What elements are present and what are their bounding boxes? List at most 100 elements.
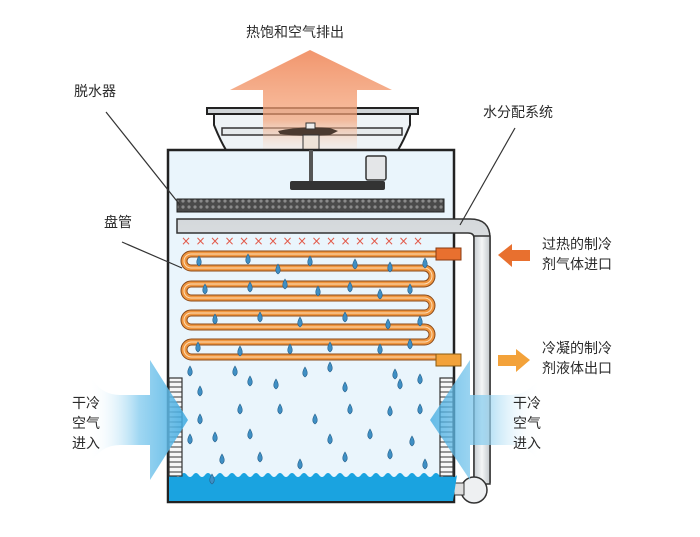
- water-droplet: [417, 373, 423, 385]
- spray-x-mark: ×: [398, 234, 408, 248]
- water-droplet: [377, 288, 383, 300]
- spray-x-mark: ×: [195, 234, 205, 248]
- water-droplet: [422, 257, 428, 269]
- water-droplet: [367, 428, 373, 440]
- water-droplet: [212, 431, 218, 443]
- spray-x-mark: ×: [282, 234, 292, 248]
- cold-air-arrow-left: [90, 360, 188, 480]
- water-droplet: [407, 283, 413, 295]
- water-droplet: [247, 428, 253, 440]
- water-droplet: [219, 453, 225, 465]
- water-droplet: [273, 378, 279, 390]
- coil-leader-line: [121, 241, 183, 269]
- coil: [180, 250, 440, 361]
- water-droplet: [342, 451, 348, 463]
- water-droplet: [327, 433, 333, 445]
- water-droplet: [247, 281, 253, 293]
- water-droplet: [232, 365, 238, 377]
- water-droplet: [397, 378, 403, 390]
- water-droplet: [342, 381, 348, 393]
- water-droplet: [197, 413, 203, 425]
- water-droplet: [327, 361, 333, 373]
- water-droplet: [409, 435, 415, 447]
- water-droplet: [307, 255, 313, 267]
- spray-x-mark: ×: [239, 234, 249, 248]
- water-droplet: [275, 263, 281, 275]
- water-droplet: [197, 385, 203, 397]
- spray-x-mark: ×: [297, 234, 307, 248]
- spray-x-mark: ×: [326, 234, 336, 248]
- water-droplet: [237, 403, 243, 415]
- water-distribution-leader-line: [459, 127, 516, 226]
- refrigerant-outlet-label-line1: 冷凝的制冷: [542, 341, 612, 357]
- water-droplet: [187, 365, 193, 377]
- water-droplet: [212, 313, 218, 325]
- water-basin: [169, 473, 457, 501]
- water-droplet: [302, 366, 308, 378]
- refrigerant-inlet-label-line2: 剂气体进口: [542, 257, 612, 273]
- water-droplet: [385, 318, 391, 330]
- water-droplet: [417, 403, 423, 415]
- water-droplet: [245, 253, 251, 265]
- water-distribution-label: 水分配系统: [483, 105, 553, 121]
- hot-air-arrow: [230, 50, 392, 150]
- water-droplet: [277, 403, 283, 415]
- drift-eliminator: [176, 198, 445, 213]
- coil-label: 盘管: [104, 215, 132, 231]
- air-inlet-label-left: 干冷 空气 进入: [72, 394, 106, 454]
- water-droplet: [422, 458, 428, 470]
- water-droplet: [196, 255, 202, 267]
- water-droplet: [257, 311, 263, 323]
- spray-nozzles: ×××××××××××××××××: [181, 234, 423, 248]
- air-inlet-right-line: 干冷: [513, 396, 541, 412]
- water-droplet: [297, 316, 303, 328]
- refrigerant-inlet-label-line1: 过热的制冷: [542, 237, 612, 253]
- refrigerant-inlet-arrow: [498, 244, 530, 267]
- cold-air-arrow-right: [430, 360, 540, 480]
- water-droplet: [195, 341, 201, 353]
- water-droplet: [327, 341, 333, 353]
- water-droplet: [297, 458, 303, 470]
- spray-x-mark: ×: [268, 234, 278, 248]
- water-droplet: [287, 343, 293, 355]
- water-droplet: [237, 345, 243, 357]
- air-inlet-label-right: 干冷 空气 进入: [513, 394, 547, 454]
- water-droplet: [312, 413, 318, 425]
- spray-x-mark: ×: [384, 234, 394, 248]
- water-droplet: [247, 375, 253, 387]
- spray-x-mark: ×: [355, 234, 365, 248]
- water-droplet: [387, 405, 393, 417]
- coil-outlet-connector: [435, 353, 462, 367]
- water-droplet: [347, 403, 353, 415]
- water-droplet: [187, 433, 193, 445]
- eliminator-label: 脱水器: [74, 84, 116, 100]
- water-droplet: [407, 338, 413, 350]
- water-droplet: [202, 283, 208, 295]
- spray-x-mark: ×: [253, 234, 263, 248]
- spray-x-mark: ×: [224, 234, 234, 248]
- air-inlet-left-line: 干冷: [72, 396, 100, 412]
- refrigerant-outlet-label-line2: 剂液体出口: [542, 361, 612, 377]
- water-droplet: [282, 278, 288, 290]
- motor-icon: [290, 150, 387, 190]
- exhaust-label: 热饱和空气排出: [246, 25, 344, 41]
- eliminator-leader-line: [105, 111, 181, 206]
- water-droplet: [347, 281, 353, 293]
- water-droplet: [387, 261, 393, 273]
- water-droplet: [352, 258, 358, 270]
- spray-x-mark: ×: [181, 234, 191, 248]
- air-inlet-right-line: 空气: [513, 416, 541, 432]
- coil-highlight: [183, 253, 440, 358]
- air-inlet-right-line: 进入: [513, 436, 541, 452]
- spray-x-mark: ×: [311, 234, 321, 248]
- water-droplet: [342, 311, 348, 323]
- water-droplet: [387, 448, 393, 460]
- spray-x-mark: ×: [210, 234, 220, 248]
- air-inlet-left-line: 空气: [72, 416, 100, 432]
- water-droplets: [187, 253, 428, 485]
- spray-x-mark: ×: [340, 234, 350, 248]
- spray-x-mark: ×: [413, 234, 423, 248]
- coil-inlet-connector: [435, 247, 462, 261]
- water-droplet: [209, 473, 215, 485]
